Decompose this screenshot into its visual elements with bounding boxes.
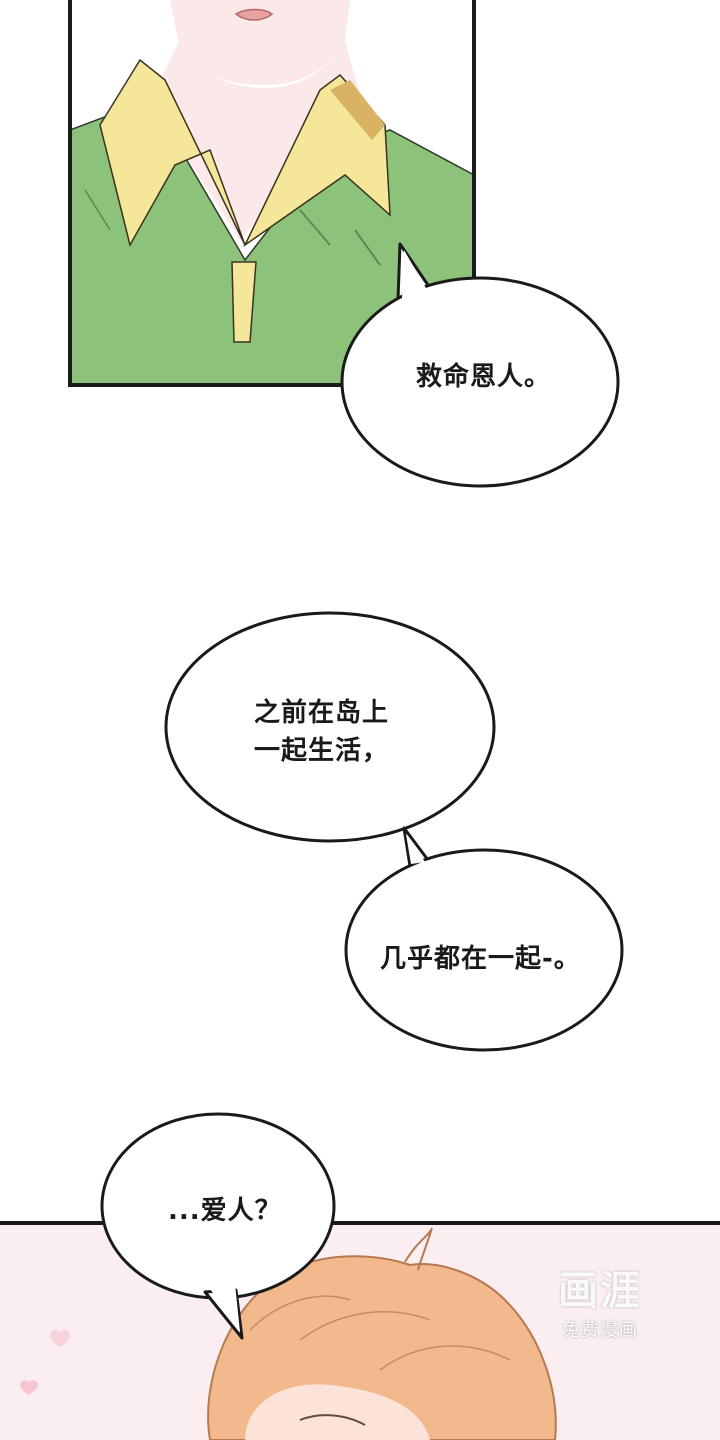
watermark: 画涯 免费漫画 [540, 1258, 660, 1342]
watermark-subtitle: 免费漫画 [562, 1320, 638, 1341]
speech-bubble-3 [344, 826, 624, 1052]
watermark-logo: 画涯 [558, 1268, 642, 1314]
bubble-3-text: 几乎都在一起-。 [380, 944, 581, 974]
bubble-1-text: 救命恩人。 [416, 362, 552, 392]
bottom-panel [0, 1221, 720, 1440]
speech-bubble-1 [340, 242, 620, 488]
speech-bubble-4 [100, 1112, 336, 1340]
bubble-2-line-1: 之前在岛上 [254, 698, 390, 728]
bubble-4-text: ...爱人？ [168, 1196, 282, 1226]
top-panel [68, 0, 476, 387]
speech-bubble-2 [164, 611, 496, 843]
bubble-2-line-2: 一起生活， [254, 736, 390, 766]
